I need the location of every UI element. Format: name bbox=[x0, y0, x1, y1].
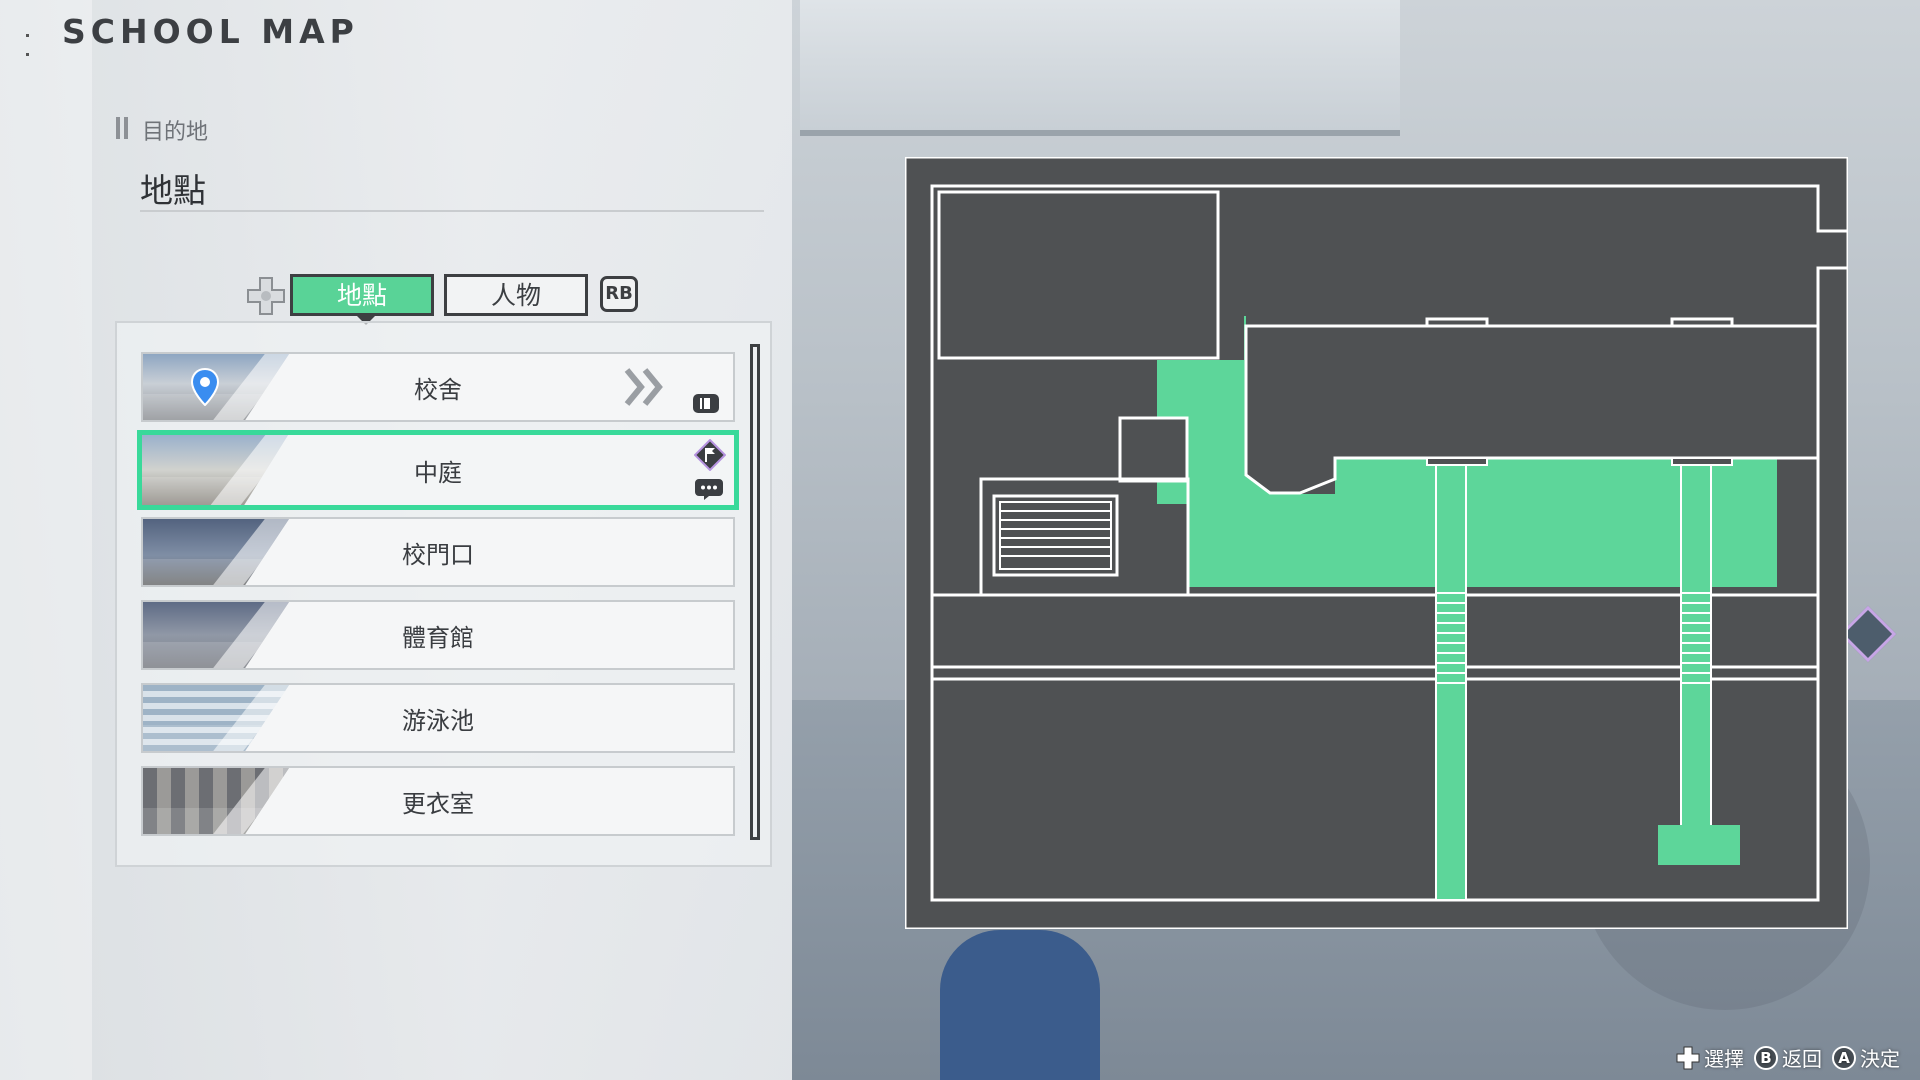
map-pin-icon bbox=[191, 368, 219, 406]
map-corridor-left bbox=[1435, 457, 1467, 901]
list-item-locker-room[interactable]: 更衣室 bbox=[141, 766, 735, 836]
list-item-swimming-pool[interactable]: 游泳池 bbox=[141, 683, 735, 753]
list-scrollbar[interactable] bbox=[750, 344, 760, 840]
destination-label-wrap: 目的地 bbox=[116, 114, 208, 146]
tab-people[interactable]: 人物 bbox=[444, 274, 588, 316]
dpad-icon bbox=[247, 277, 285, 315]
map-room-topleft bbox=[937, 190, 1220, 360]
destination-bar-icon bbox=[116, 117, 128, 139]
map-small-room bbox=[1118, 416, 1189, 483]
map-corridor-right-end bbox=[1658, 825, 1740, 865]
tab-people-label: 人物 bbox=[490, 281, 541, 310]
hint-back[interactable]: B 返回 bbox=[1754, 1043, 1822, 1072]
map-stairs bbox=[999, 501, 1112, 570]
tab-pointer-icon bbox=[357, 316, 375, 325]
list-item-label: 中庭 bbox=[414, 458, 462, 487]
destination-value: 地點 bbox=[140, 171, 206, 210]
destination-label: 目的地 bbox=[142, 120, 209, 145]
map-stairs-outer bbox=[992, 494, 1119, 577]
list-item-label: 校舍 bbox=[414, 375, 462, 404]
school-floor-map bbox=[905, 157, 1848, 929]
background-chair bbox=[940, 930, 1100, 1080]
tab-locations[interactable]: 地點 bbox=[290, 274, 434, 325]
offscreen-flag-marker-icon bbox=[1839, 605, 1897, 663]
hint-confirm[interactable]: A 決定 bbox=[1832, 1043, 1900, 1072]
map-corridor-stairs bbox=[1436, 592, 1711, 684]
tab-locations-label: 地點 bbox=[336, 281, 387, 310]
hint-back-label: 返回 bbox=[1782, 1047, 1822, 1071]
map-courtyard-highlight bbox=[1157, 316, 1777, 587]
map-door-1 bbox=[1425, 317, 1489, 328]
list-item-label: 更衣室 bbox=[402, 789, 474, 818]
list-item-label: 體育館 bbox=[402, 623, 474, 652]
b-button-icon: B bbox=[1754, 1045, 1778, 1070]
rb-button[interactable]: RB bbox=[600, 276, 638, 312]
left-panel: SCHOOL MAP 目的地 地點 地點 人物 RB 校舍 bbox=[0, 0, 792, 1080]
panel-shade bbox=[0, 0, 92, 1080]
background-cabinet bbox=[800, 0, 1400, 136]
destination-divider bbox=[140, 210, 764, 212]
map-door-4 bbox=[1671, 457, 1733, 466]
book-icon bbox=[693, 394, 719, 413]
hint-select: 選擇 bbox=[1676, 1043, 1744, 1072]
map-building-outline bbox=[930, 184, 1848, 902]
list-item-gymnasium[interactable]: 體育館 bbox=[141, 600, 735, 670]
map-main-hall bbox=[1244, 324, 1820, 495]
list-item-label: 校門口 bbox=[402, 540, 474, 569]
hint-select-label: 選擇 bbox=[1704, 1047, 1744, 1071]
list-item-courtyard[interactable]: 中庭 bbox=[137, 430, 739, 510]
hint-confirm-label: 決定 bbox=[1860, 1047, 1900, 1071]
flag-marker-icon bbox=[694, 439, 726, 471]
double-chevron-icon bbox=[624, 368, 663, 406]
list-item-school-gate[interactable]: 校門口 bbox=[141, 517, 735, 587]
title-dots-icon bbox=[26, 22, 34, 56]
dpad-hint-icon bbox=[1676, 1046, 1700, 1069]
list-item-school-building[interactable]: 校舍 bbox=[141, 352, 735, 422]
map-door-3 bbox=[1426, 457, 1488, 466]
a-button-icon: A bbox=[1832, 1045, 1856, 1070]
chat-icon bbox=[695, 479, 723, 500]
list-item-label: 游泳池 bbox=[402, 706, 474, 735]
page-title: SCHOOL MAP bbox=[62, 12, 359, 51]
map-door-2 bbox=[1670, 317, 1734, 328]
button-hints: 選擇 B 返回 A 決定 bbox=[1666, 1043, 1900, 1072]
